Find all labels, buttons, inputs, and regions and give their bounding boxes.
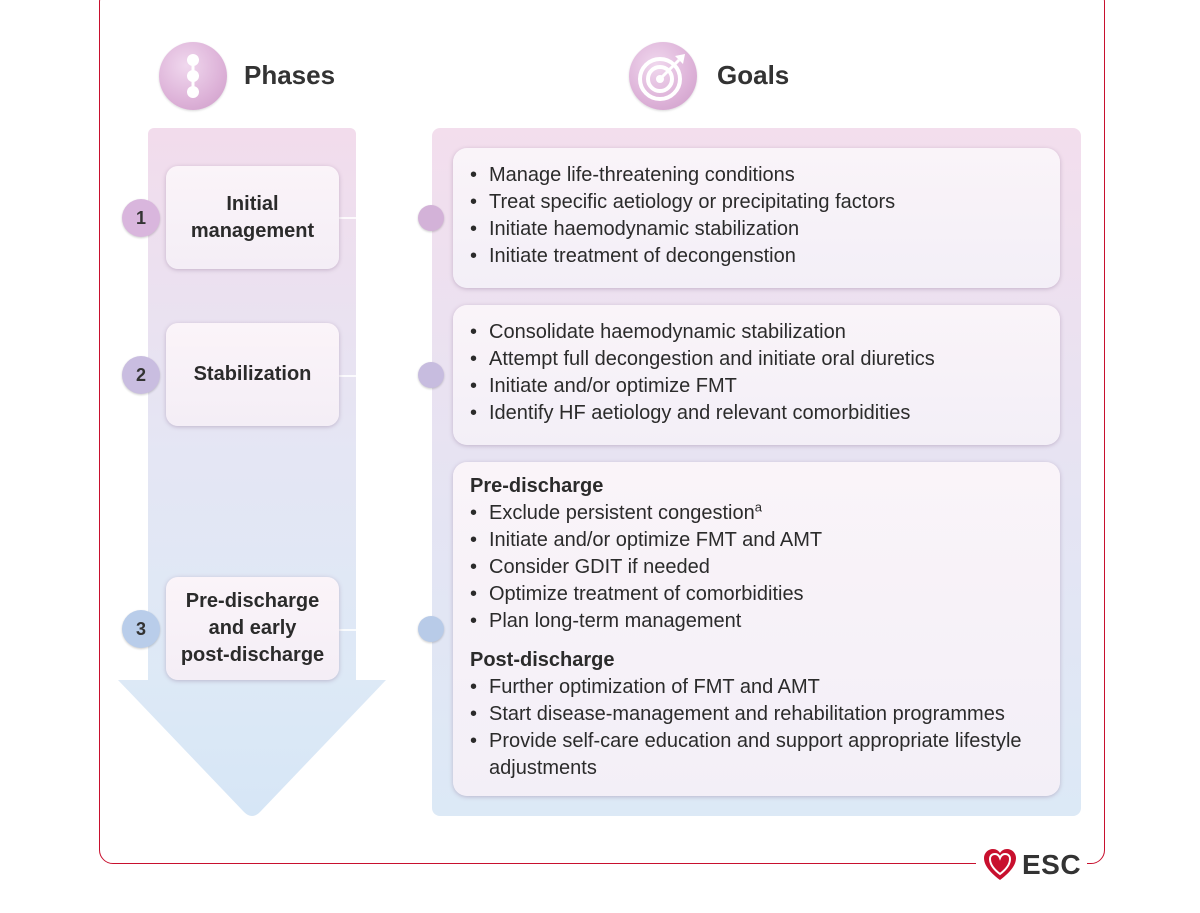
goal-item: Initiate and/or optimize FMT: [470, 373, 1060, 400]
connector-dot: [418, 205, 444, 231]
phase-number-1: 1: [122, 199, 160, 237]
goal-item: Consolidate haemodynamic stabilization: [470, 319, 1060, 346]
connector-line: [339, 217, 419, 219]
goal-item: Manage life-threatening conditions: [470, 162, 1060, 189]
goal-item: Identify HF aetiology and relevant comor…: [470, 400, 1060, 427]
goal-item: Attempt full decongestion and initiate o…: [470, 346, 1060, 373]
heart-icon: [984, 849, 1016, 880]
goals-box-phase2: Consolidate haemodynamic stabilization A…: [453, 305, 1060, 445]
connector-dot: [418, 616, 444, 642]
pre-discharge-title: Pre-discharge: [470, 475, 604, 497]
goal-item: Further optimization of FMT and AMT: [470, 674, 1030, 701]
connector-line: [339, 375, 419, 377]
esc-logo-text: ESC: [1022, 849, 1082, 880]
connector-dot: [418, 362, 444, 388]
goal-item: Plan long-term management: [470, 608, 1050, 635]
goal-item: Treat specific aetiology or precipitatin…: [470, 189, 1060, 216]
phase-number-3: 3: [122, 610, 160, 648]
goal-item: Start disease-management and rehabilitat…: [470, 701, 1030, 728]
phases-icon: [159, 42, 227, 110]
phase-label: Initial: [226, 192, 279, 215]
connector-line: [339, 629, 419, 631]
goal-item: Provide self-care education and support …: [470, 728, 1030, 782]
phase-box-initial-management: Initial management: [166, 166, 339, 269]
phases-arrow-head: [118, 680, 386, 816]
phase-number-2: 2: [122, 356, 160, 394]
post-discharge-title: Post-discharge: [470, 649, 615, 671]
goal-item: Initiate haemodynamic stabilization: [470, 216, 1060, 243]
esc-logo: ESC: [976, 846, 1088, 884]
goal-item: Consider GDIT if needed: [470, 554, 1050, 581]
phase-label: Stabilization: [193, 363, 312, 385]
phase-label: management: [190, 219, 315, 242]
footnote-mark: a: [754, 499, 762, 515]
phase-label: post-discharge: [180, 644, 325, 666]
goal-item: Initiate treatment of decongenstion: [470, 243, 1060, 270]
target-icon: [629, 42, 697, 110]
phase-label: and early: [208, 617, 297, 639]
phases-header: Phases: [244, 60, 336, 90]
goal-item: Exclude persistent congestiona: [470, 500, 1050, 527]
figure-frame: [99, 0, 1105, 864]
goals-header: Goals: [717, 60, 790, 90]
phase-box-stabilization: Stabilization: [166, 323, 339, 426]
goal-item: Initiate and/or optimize FMT and AMT: [470, 527, 1050, 554]
goal-item: Optimize treatment of comorbidities: [470, 581, 1050, 608]
goals-box-phase3: Pre-discharge Exclude persistent congest…: [453, 462, 1060, 796]
phase-label: Pre-discharge: [185, 590, 320, 612]
phase-box-pre-discharge: Pre-discharge and early post-discharge: [166, 577, 339, 680]
goals-box-phase1: Manage life-threatening conditions Treat…: [453, 148, 1060, 288]
